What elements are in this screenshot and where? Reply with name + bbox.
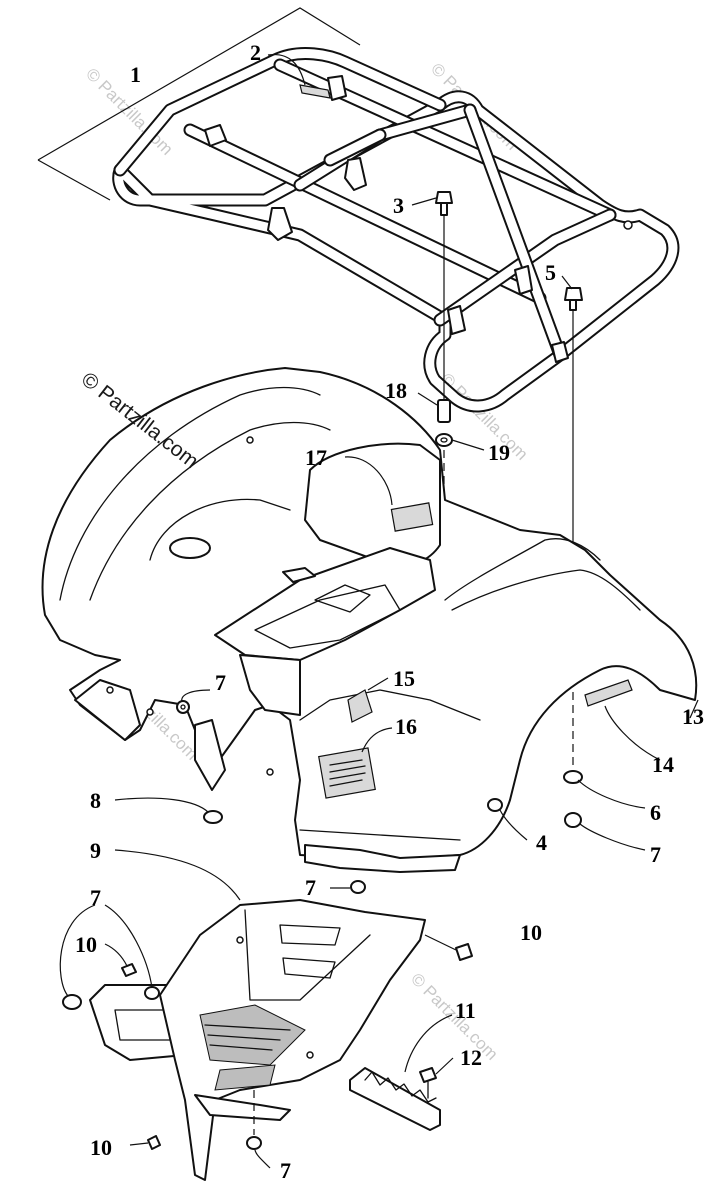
callout-18: 18 <box>385 378 407 403</box>
footwell <box>89 899 426 1181</box>
callout-10: 10 <box>90 1135 112 1160</box>
callout-15: 15 <box>393 666 415 691</box>
callout-5: 5 <box>545 260 556 285</box>
callout-2: 2 <box>250 40 261 65</box>
callout-7: 7 <box>650 842 661 867</box>
rear-fender <box>41 367 698 873</box>
footwell-fasteners <box>62 934 473 1150</box>
callout-13: 13 <box>682 704 704 729</box>
fender-fasteners <box>176 700 583 894</box>
callout-1: 1 <box>130 62 141 87</box>
leader-lines <box>59 54 699 1169</box>
callout-6: 6 <box>650 800 661 825</box>
callout-7: 7 <box>215 670 226 695</box>
rear-rack <box>37 7 680 413</box>
callout-4: 4 <box>536 830 547 855</box>
callout-10: 10 <box>520 920 542 945</box>
callout-17: 17 <box>305 445 327 470</box>
callout-7: 7 <box>280 1158 291 1183</box>
callout-7: 7 <box>90 885 101 910</box>
rack-fasteners <box>435 191 583 800</box>
callout-11: 11 <box>455 998 476 1023</box>
callout-8: 8 <box>90 788 101 813</box>
callout-16: 16 <box>395 714 417 739</box>
callout-19: 19 <box>488 440 510 465</box>
callout-10: 10 <box>75 932 97 957</box>
callout-3: 3 <box>393 193 404 218</box>
callout-12: 12 <box>460 1045 482 1070</box>
callout-9: 9 <box>90 838 101 863</box>
callout-7: 7 <box>305 875 316 900</box>
callout-14: 14 <box>652 752 674 777</box>
callout-labels: 1 2 3 4 5 6 7 7 7 7 7 8 9 10 10 10 11 12… <box>75 40 704 1183</box>
